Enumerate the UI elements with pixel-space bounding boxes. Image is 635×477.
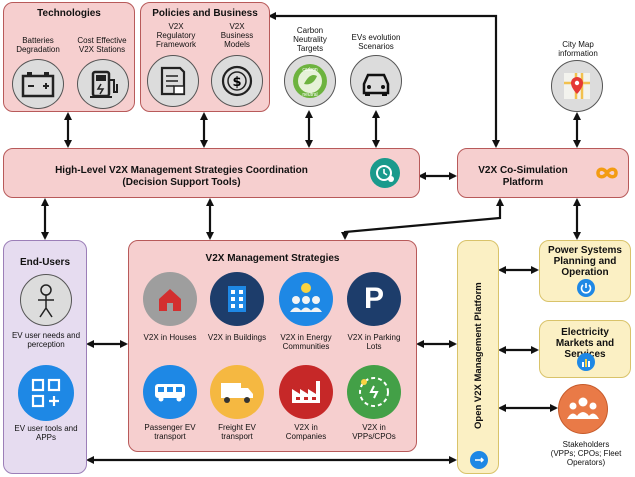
business-models-label: V2X Business Models xyxy=(220,22,254,49)
user-icon xyxy=(20,274,72,326)
freight-label: Freight EV transport xyxy=(218,423,256,441)
endusers-title: End-Users xyxy=(19,257,70,268)
carbon-badge-bottom: neutral xyxy=(302,92,317,98)
technologies-box: Technologies Batteries Degradation Cost … xyxy=(3,2,135,112)
carbon-label: Carbon Neutrality Targets xyxy=(293,26,327,53)
coordination-box: High-Level V2X Management Strategies Coo… xyxy=(3,148,420,198)
stations-label: Cost Effective V2X Stations xyxy=(77,36,127,54)
factory-icon xyxy=(279,365,333,419)
cosim-box: V2X Co-Simulation Platform xyxy=(457,148,629,198)
strategies-title: V2X Management Strategies xyxy=(205,253,340,264)
passenger-label: Passenger EV transport xyxy=(144,423,196,441)
carbon-badge-top: carbon xyxy=(302,67,318,73)
coordination-line1: High-Level V2X Management Strategies Coo… xyxy=(55,165,308,176)
house-icon xyxy=(143,272,197,326)
user-tools-label: EV user tools and APPs xyxy=(14,424,78,442)
power-icon xyxy=(577,279,595,297)
evs-label: EVs evolution Scenarios xyxy=(351,33,401,51)
citymap-label: City Map information xyxy=(558,40,598,58)
batteries-label: Batteries Degradation xyxy=(16,36,60,54)
stakeholders-icon xyxy=(558,384,608,434)
car-icon xyxy=(350,55,402,107)
buildings-label: V2X in Buildings xyxy=(207,333,267,342)
platform-box: Open V2X Management Platform xyxy=(457,240,499,474)
truck-icon xyxy=(210,365,264,419)
document-icon xyxy=(147,55,199,107)
carbon-neutral-icon: carbon neutral xyxy=(284,55,336,107)
business-cycle-icon: $ xyxy=(211,55,263,107)
parking-icon: P xyxy=(347,272,401,326)
parking-glyph: P xyxy=(363,282,384,315)
policies-box: Policies and Business V2X Regulatory Fra… xyxy=(140,2,270,112)
technologies-title: Technologies xyxy=(37,8,101,19)
vpps-label: V2X in VPPs/CPOs xyxy=(352,423,396,441)
arrow-cosim-strategies xyxy=(341,198,504,240)
building-icon xyxy=(210,272,264,326)
parking-label: V2X in Parking Lots xyxy=(347,333,401,351)
markets-box: Electricity Markets and Services xyxy=(539,320,631,378)
svg-text:$: $ xyxy=(232,75,241,90)
charging-station-icon xyxy=(77,59,129,109)
cosim-line2: Platform xyxy=(502,177,544,188)
policies-title: Policies and Business xyxy=(152,8,258,19)
platform-icon xyxy=(470,451,488,469)
regulatory-label: V2X Regulatory Framework xyxy=(155,22,196,49)
houses-label: V2X in Houses xyxy=(143,333,197,342)
bus-icon xyxy=(143,365,197,419)
user-needs-label: EV user needs and perception xyxy=(11,331,81,349)
power-title: Power Systems Planning and Operation xyxy=(548,245,622,278)
chart-icon xyxy=(577,353,595,371)
community-icon xyxy=(279,272,333,326)
strategies-box: V2X Management Strategies P V2X in House… xyxy=(128,240,417,452)
city-map-icon xyxy=(551,60,603,112)
arrow-policy-cosim xyxy=(268,12,500,148)
power-box: Power Systems Planning and Operation xyxy=(539,240,631,302)
communities-label: V2X in Energy Communities xyxy=(280,333,332,351)
endusers-box: End-Users EV user needs and perception E… xyxy=(3,240,87,474)
companies-label: V2X in Companies xyxy=(285,423,327,441)
coordination-line2: (Decision Support Tools) xyxy=(122,177,241,188)
stakeholders-label: Stakeholders (VPPs; CPOs; Fleet Operator… xyxy=(550,440,622,467)
vpp-icon xyxy=(347,365,401,419)
apps-icon xyxy=(18,365,74,421)
decision-support-icon xyxy=(370,158,400,188)
cosim-line1: V2X Co-Simulation xyxy=(478,165,568,176)
cosim-logo-icon xyxy=(594,161,620,190)
platform-title: Open V2X Management Platform xyxy=(473,282,484,429)
battery-icon xyxy=(12,59,64,109)
